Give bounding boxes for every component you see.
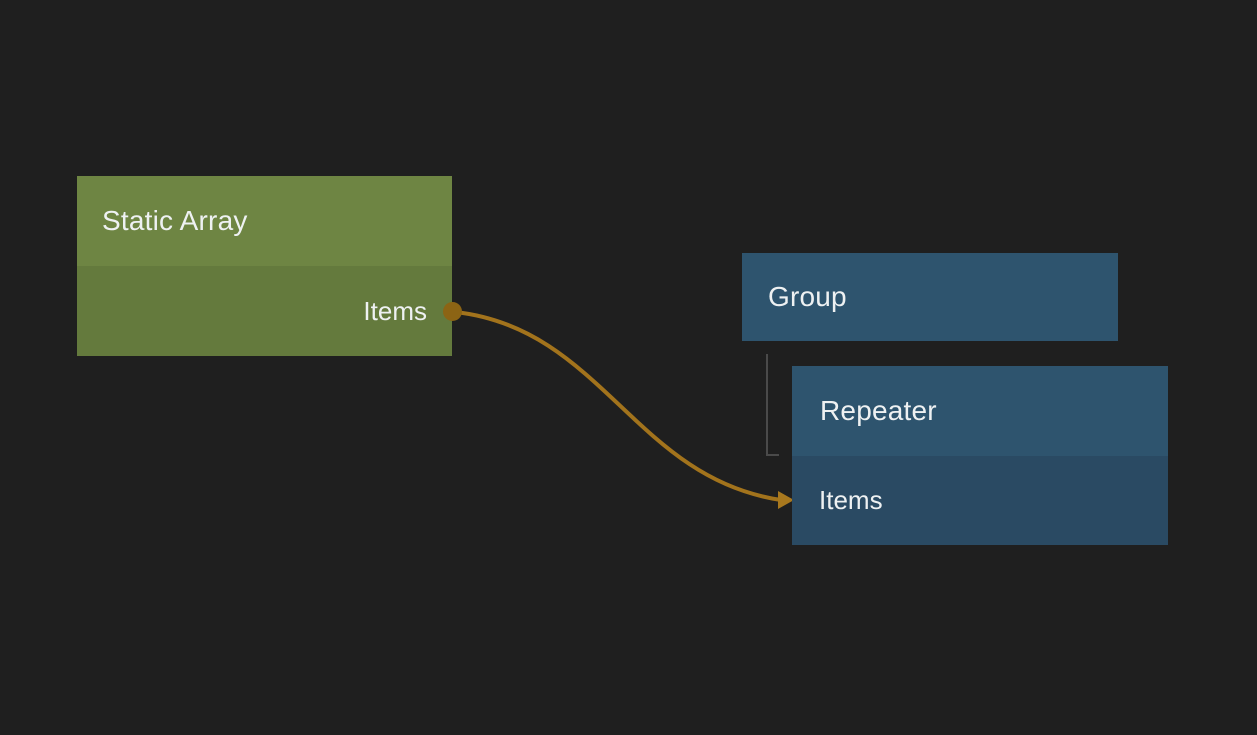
static-array-items-output-port[interactable]: Items	[77, 266, 452, 356]
node-static-array-header[interactable]: Static Array	[77, 176, 452, 266]
connection-wire[interactable]	[453, 310, 783, 502]
group-child-link-line	[766, 354, 779, 456]
node-static-array-body: Items	[77, 266, 452, 356]
node-group-header[interactable]: Group	[742, 253, 1118, 341]
static-array-items-port-label: Items	[363, 295, 427, 326]
node-repeater[interactable]: Repeater Items	[792, 366, 1168, 545]
node-group[interactable]: Group	[742, 253, 1118, 341]
repeater-items-port-label: Items	[819, 485, 883, 515]
node-group-title: Group	[768, 281, 847, 312]
node-static-array-title: Static Array	[102, 205, 248, 236]
repeater-items-input-port[interactable]: Items	[792, 456, 1168, 545]
node-static-array[interactable]: Static Array Items	[77, 176, 462, 356]
static-array-output-port-dot[interactable]	[443, 302, 462, 321]
node-repeater-title: Repeater	[820, 395, 937, 426]
node-repeater-body: Items	[792, 456, 1168, 545]
node-repeater-header[interactable]: Repeater	[792, 366, 1168, 456]
